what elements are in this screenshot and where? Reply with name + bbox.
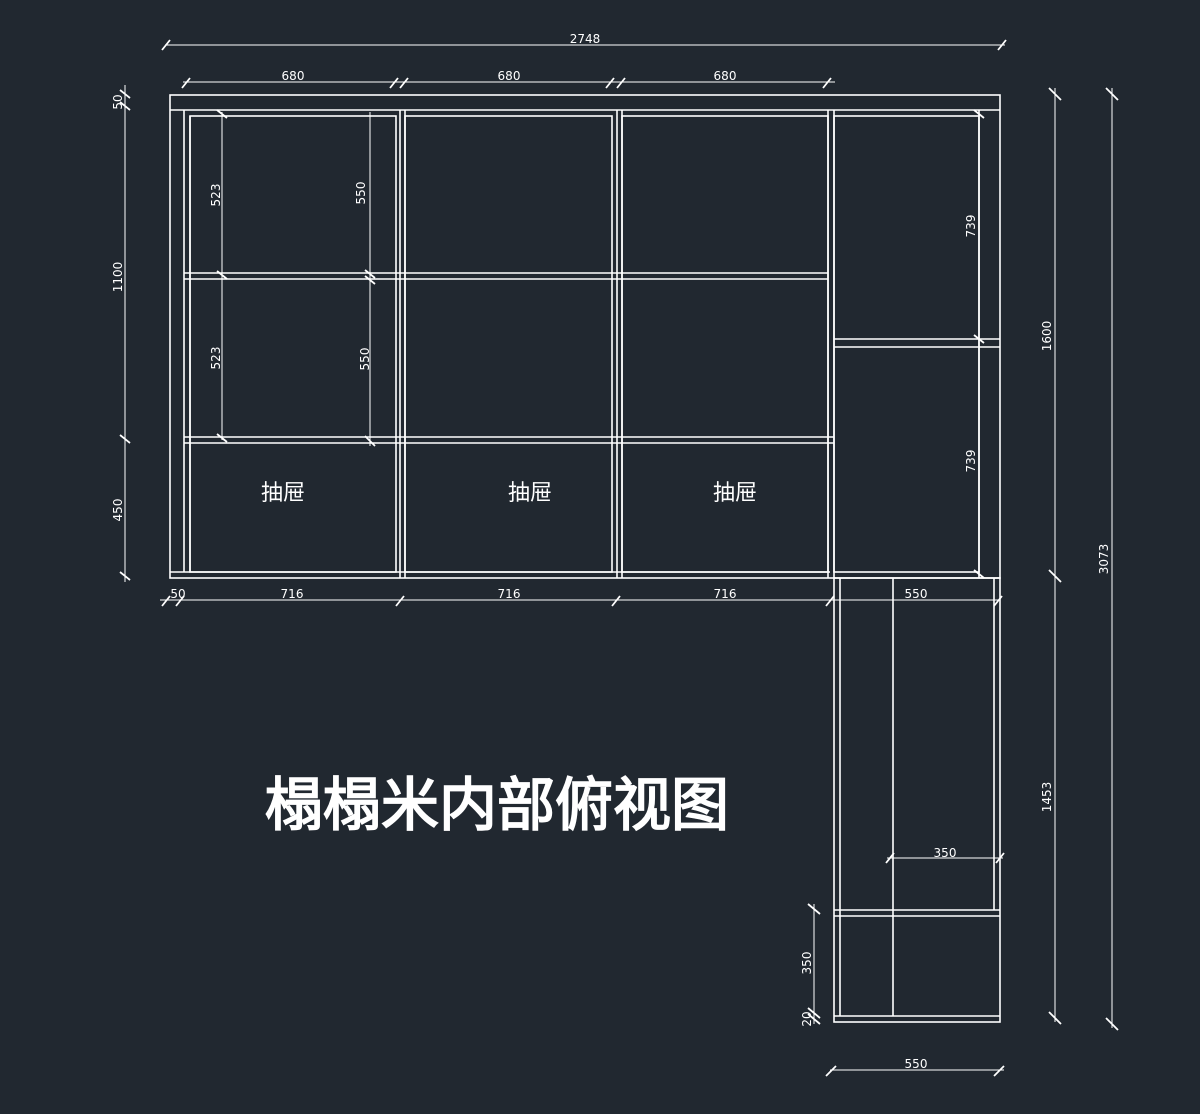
dim-tick [399, 77, 409, 89]
dim-bottom-width: 550 [905, 1057, 928, 1071]
dim-tick [119, 571, 131, 581]
dim-lower-left: 350 [800, 952, 814, 975]
cabinet-structure [169, 94, 1001, 1023]
dim-tick [807, 1007, 821, 1019]
dim-tick [807, 1013, 821, 1025]
dim-left-side: 50 [111, 94, 125, 109]
dim-tick [807, 903, 821, 915]
dim-tick [161, 595, 171, 607]
bay-4 [833, 115, 980, 573]
dim-left-side: 450 [111, 499, 125, 522]
dim-tick [1048, 1011, 1062, 1025]
lower-extension-frame [833, 577, 1001, 1023]
dim-right-inner: 739 [964, 215, 978, 238]
dim-top-segment: 680 [498, 69, 521, 83]
dim-tick [1048, 569, 1062, 583]
dim-tick [993, 1065, 1005, 1077]
bay-2 [404, 115, 613, 573]
dim-bottom-segment: 550 [905, 587, 928, 601]
dim-lower-left: 20 [800, 1011, 814, 1026]
drawer-label: 抽屉 [508, 481, 552, 506]
drawer-labels: 抽屉 抽屉 抽屉 [261, 481, 757, 506]
dim-tick [1048, 87, 1062, 101]
dim-tick [997, 39, 1007, 51]
dim-tick [973, 569, 985, 579]
dim-tick [181, 77, 191, 89]
dim-tick [389, 77, 399, 89]
dim-inner-left: 523 [209, 184, 223, 207]
dim-tick [825, 595, 835, 607]
dim-tick [175, 595, 185, 607]
dim-top-total: 2748 [570, 32, 601, 46]
bay-1 [189, 115, 397, 573]
dim-bottom-segment: 50 [170, 587, 185, 601]
dim-bottom-segment: 716 [714, 587, 737, 601]
dim-tick [825, 1065, 837, 1077]
dim-tick [973, 109, 985, 119]
dim-tick [1105, 1017, 1119, 1031]
dim-tick [1105, 87, 1119, 101]
dim-inner-mid: 550 [358, 348, 372, 371]
dim-tick [885, 852, 895, 864]
drawer-label: 抽屉 [713, 481, 757, 506]
dim-right-outer: 1600 [1040, 321, 1054, 352]
dimension-lines [119, 39, 1119, 1077]
dim-tick [973, 334, 985, 344]
dim-tick [605, 77, 615, 89]
dim-right-inner: 739 [964, 450, 978, 473]
dim-tick [822, 77, 832, 89]
dim-tick [616, 77, 626, 89]
dim-tick [611, 595, 621, 607]
dim-tick [364, 435, 376, 447]
dim-left-side: 1100 [111, 262, 125, 293]
drawing-title: 榻榻米内部俯视图 [265, 771, 729, 839]
drawer-label: 抽屉 [261, 481, 305, 506]
dim-bottom-segment: 716 [498, 587, 521, 601]
dim-tick [995, 852, 1005, 864]
dim-tick [364, 269, 376, 279]
dim-far-right-total: 3073 [1097, 544, 1111, 575]
dimension-labels: 2748 680 680 680 50 716 716 716 550 50 1… [111, 32, 1111, 1071]
dim-tick [395, 595, 405, 607]
dim-top-segment: 680 [282, 69, 305, 83]
dim-top-segment: 680 [714, 69, 737, 83]
dim-inner-mid: 550 [354, 182, 368, 205]
dim-tick [216, 270, 228, 280]
dim-inner-left: 523 [209, 347, 223, 370]
dim-tick [161, 39, 171, 51]
dim-right-outer: 1453 [1040, 782, 1054, 813]
dim-lower-inner-width: 350 [934, 846, 957, 860]
upper-outer-frame [169, 94, 1001, 579]
dim-tick [216, 109, 228, 119]
dim-tick [216, 433, 228, 443]
dim-tick [119, 434, 131, 444]
dim-tick [993, 595, 1003, 607]
dim-tick [119, 89, 131, 99]
dim-bottom-segment: 716 [281, 587, 304, 601]
dim-tick [119, 101, 131, 111]
dim-tick [364, 275, 376, 285]
